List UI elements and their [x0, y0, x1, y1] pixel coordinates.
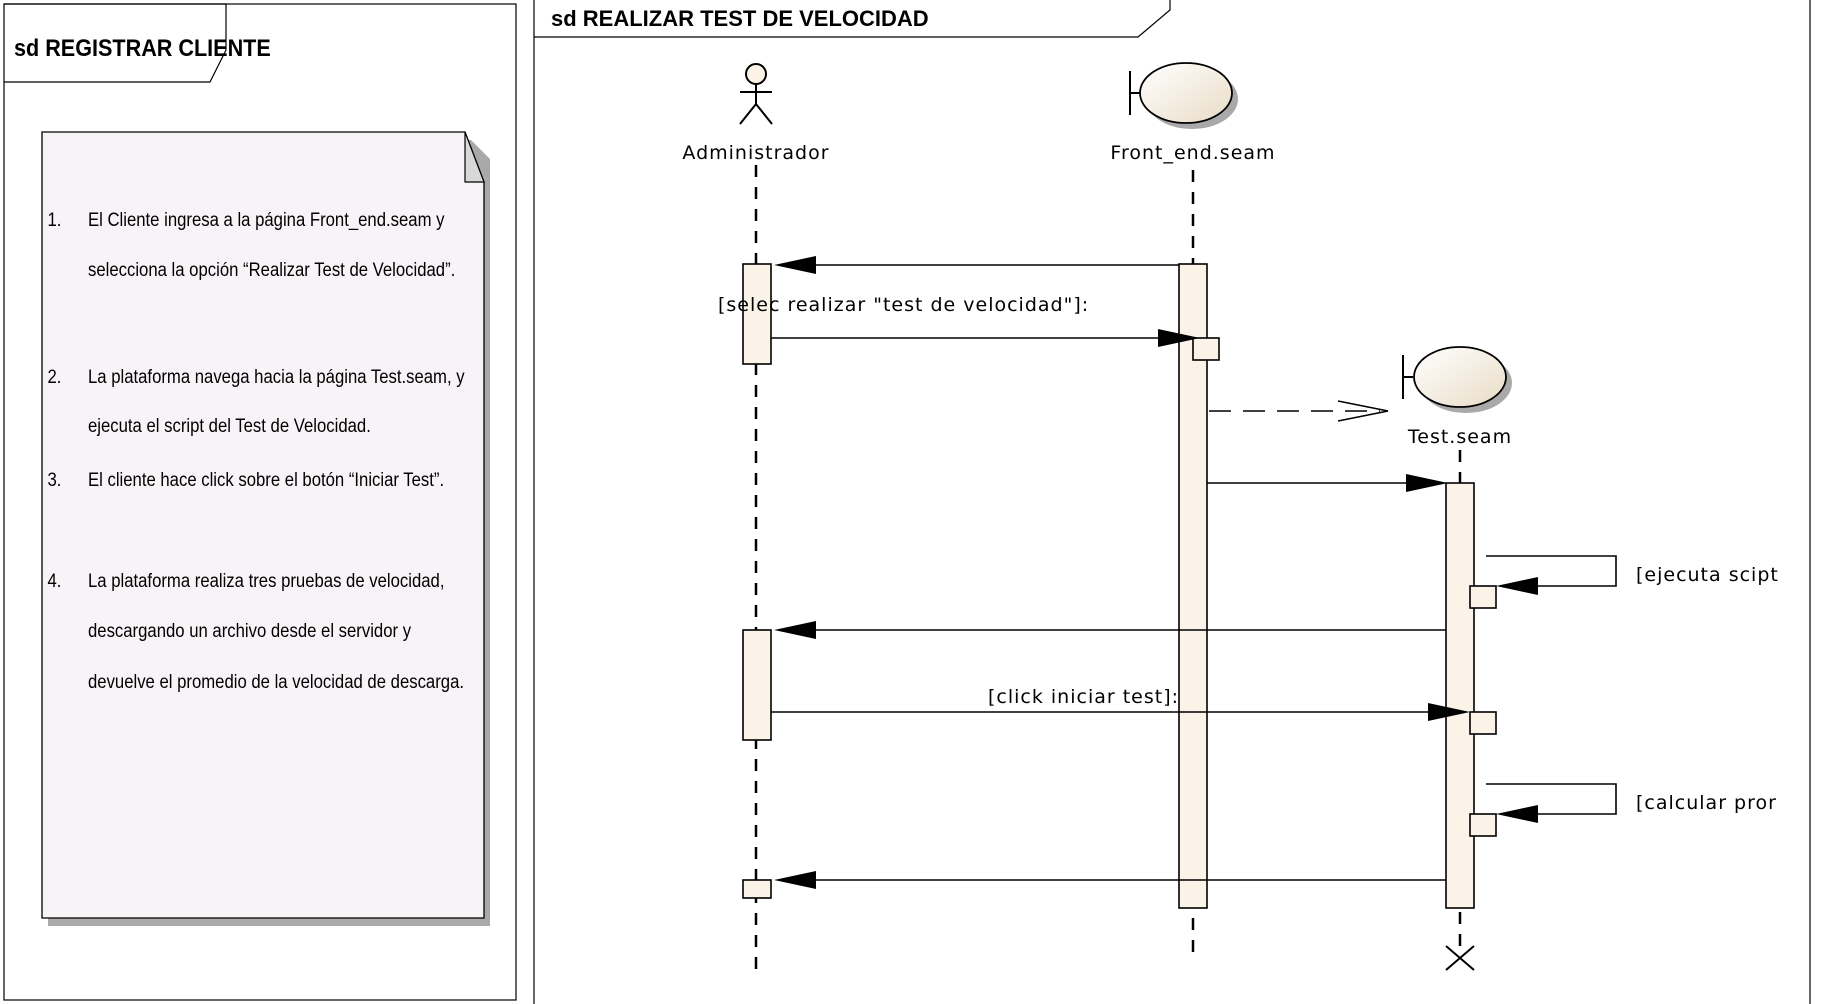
front-end-activation	[1178, 263, 1208, 909]
actor-administrador	[739, 63, 773, 125]
test-seam-label: Test.seam	[1407, 426, 1512, 448]
step-1-num: 1.	[48, 209, 62, 230]
test-seam-nested-activation-1	[1469, 585, 1497, 609]
right-frame-tab	[534, 0, 1171, 38]
step-1-line-1: El Cliente ingresa a la página Front_end…	[88, 209, 445, 231]
front-end-label: Front_end.seam	[1110, 142, 1275, 164]
step-4-line-2: descargando un archivo desde el servidor…	[88, 620, 411, 641]
step-2-line-2: ejecuta el script del Test de Velocidad.	[88, 415, 371, 436]
actor-activation-1	[742, 263, 772, 365]
step-3-num: 3.	[48, 469, 62, 490]
message-return-to-actor-2	[774, 621, 1446, 639]
test-seam-nested-activation-2	[1469, 711, 1497, 735]
left-frame-tab	[4, 3, 227, 83]
actor-head	[745, 63, 767, 85]
step-2-line-1: La plataforma navega hacia la página Tes…	[88, 366, 465, 387]
actor-activation-2	[742, 629, 772, 741]
step-4-line-3: devuelve el promedio de la velocidad de …	[88, 671, 464, 692]
left-frame: sd REGISTRAR CLIENTE	[3, 3, 517, 1001]
step-4-num: 4.	[48, 570, 62, 591]
message-self-calcular	[1486, 783, 1617, 823]
message-ejecuta-label: [ejecuta scipt	[1636, 564, 1779, 586]
message-calcular-label: [calcular pror	[1636, 792, 1777, 814]
step-3-line-1: El cliente hace click sobre el botón “In…	[88, 469, 444, 490]
message-create-test-seam	[1209, 400, 1389, 422]
step-4-line-1: La plataforma realiza tres pruebas de ve…	[88, 570, 444, 591]
step-1-line-2: selecciona la opción “Realizar Test de V…	[88, 259, 455, 280]
message-selec-realizar	[771, 329, 1200, 347]
note-fold	[464, 131, 485, 183]
actor-label: Administrador	[682, 142, 829, 164]
message-self-ejecuta	[1486, 555, 1617, 595]
front-end-nested-activation	[1192, 337, 1220, 361]
test-seam-nested-activation-3	[1469, 813, 1497, 837]
actor-activation-3	[742, 879, 772, 899]
message-click-label: [click iniciar test]:	[988, 686, 1179, 708]
test-seam-activation	[1445, 482, 1475, 909]
message-return-to-actor-3	[774, 871, 1446, 889]
message-click-iniciar	[771, 703, 1470, 721]
message-selec-label: [selec realizar "test de velocidad"]:	[718, 294, 1089, 316]
right-frame-title: sd REALIZAR TEST DE VELOCIDAD	[551, 6, 929, 31]
requirements-note: 1. El Cliente ingresa a la página Front_…	[41, 131, 490, 926]
note-body	[41, 131, 485, 919]
right-frame: sd REALIZAR TEST DE VELOCIDAD	[533, 0, 1811, 1004]
left-frame-title: sd REGISTRAR CLIENTE	[14, 34, 271, 61]
destroy-mark-icon	[1445, 945, 1475, 971]
boundary-test-seam-icon	[1402, 346, 1512, 413]
message-front-to-test	[1207, 474, 1448, 492]
step-2-num: 2.	[48, 366, 62, 387]
message-return-to-actor-1	[774, 256, 1179, 274]
boundary-front-end-icon	[1129, 62, 1238, 129]
